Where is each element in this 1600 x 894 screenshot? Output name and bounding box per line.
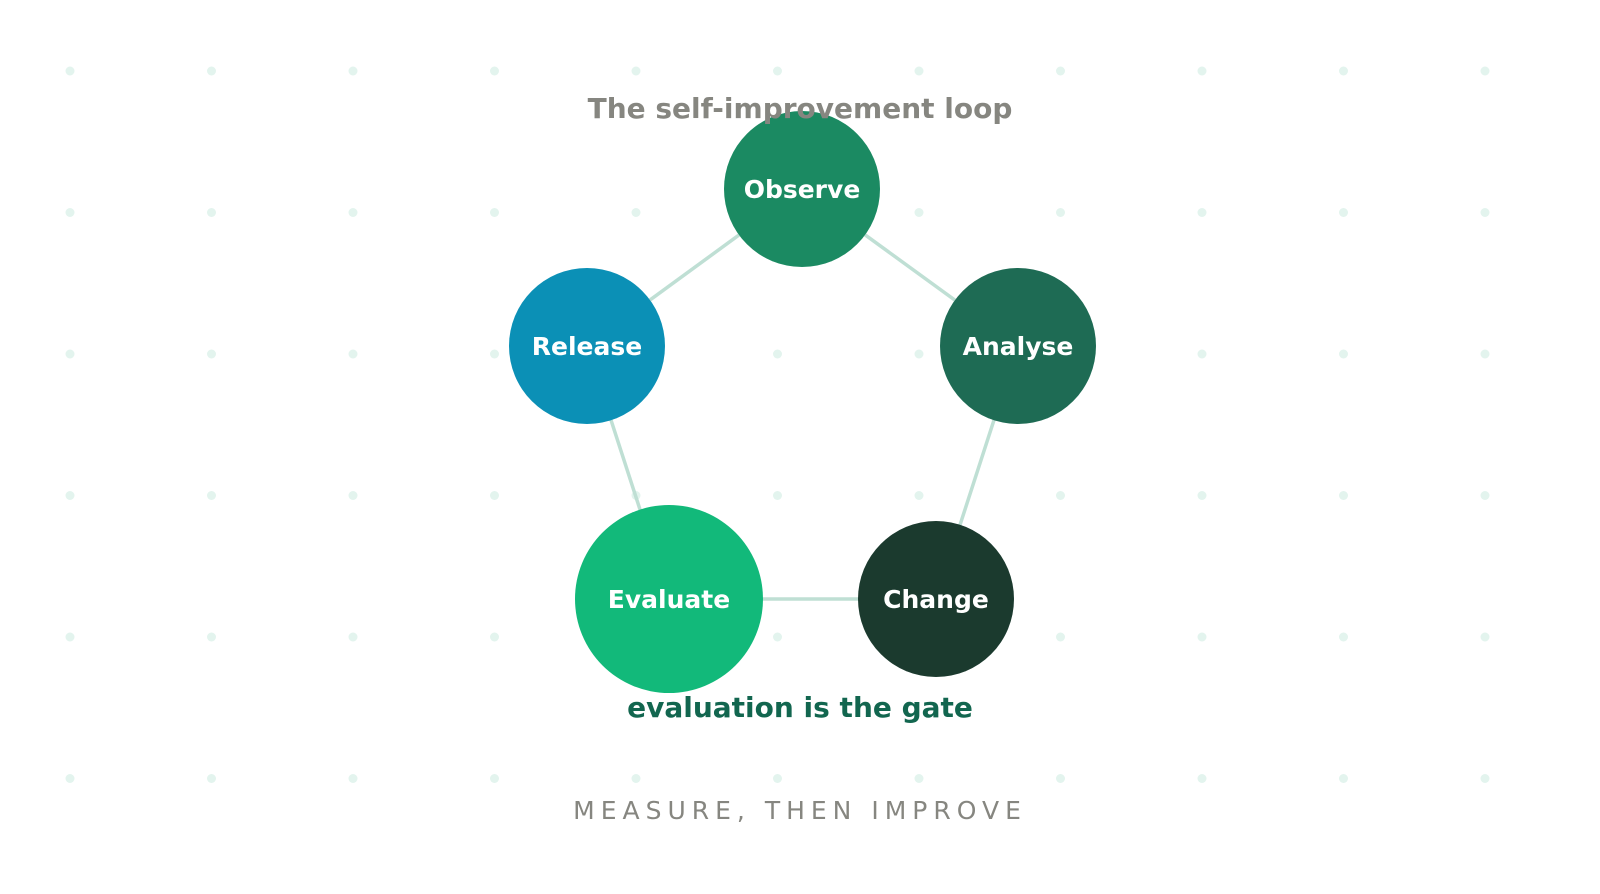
grid-dot [1197, 491, 1207, 500]
grid-dot [773, 774, 782, 783]
grid-dot [490, 208, 499, 217]
grid-dot [348, 66, 358, 76]
node-observe: Observe [724, 111, 880, 267]
grid-dot [914, 349, 924, 359]
grid-dot [490, 774, 499, 783]
grid-dot [207, 491, 216, 500]
grid-dot [1339, 66, 1348, 76]
node-circle-change [858, 521, 1014, 677]
grid-dot [1056, 208, 1065, 217]
node-circle-release [509, 268, 665, 424]
node-label-observe: Observe [744, 175, 861, 204]
grid-dot [348, 632, 358, 642]
grid-dot [65, 66, 75, 76]
grid-dot [207, 632, 216, 642]
tagline: MEASURE, THEN IMPROVE [573, 796, 1027, 825]
grid-dot [490, 349, 499, 359]
grid-dot [773, 491, 782, 500]
grid-dot [1339, 349, 1348, 359]
grid-dot [631, 66, 641, 76]
grid-dot [348, 774, 358, 783]
grid-dot [65, 491, 75, 500]
grid-dot [914, 66, 924, 76]
node-circle-observe [724, 111, 880, 267]
grid-dot [207, 774, 216, 783]
grid-dot [631, 208, 641, 217]
grid-dot [207, 66, 216, 76]
node-label-release: Release [532, 332, 642, 361]
grid-dot [914, 491, 924, 500]
gate-label: evaluation is the gate [627, 691, 973, 724]
grid-dot [631, 774, 641, 783]
grid-dot [1056, 632, 1065, 642]
grid-dot [65, 632, 75, 642]
grid-dot [1197, 349, 1207, 359]
grid-dot [1480, 208, 1490, 217]
grid-dot [65, 774, 75, 783]
node-label-change: Change [883, 585, 989, 614]
grid-dot [914, 208, 924, 217]
grid-dot [65, 349, 75, 359]
grid-dot [207, 208, 216, 217]
grid-dot [1197, 208, 1207, 217]
grid-dot [348, 491, 358, 500]
grid-dot [490, 632, 499, 642]
node-release: Release [509, 268, 665, 424]
node-change: Change [858, 521, 1014, 677]
grid-dot [348, 349, 358, 359]
grid-dot [1480, 774, 1490, 783]
grid-dot [207, 349, 216, 359]
diagram-title: The self-improvement loop [588, 92, 1013, 125]
node-circle-analyse [940, 268, 1096, 424]
grid-dot [1197, 632, 1207, 642]
grid-dot [1197, 774, 1207, 783]
grid-dot [1480, 491, 1490, 500]
grid-dot [1197, 66, 1207, 76]
grid-dot [773, 632, 782, 642]
grid-dot [490, 66, 499, 76]
grid-dot [914, 774, 924, 783]
grid-dot [1056, 66, 1065, 76]
node-evaluate: Evaluate [575, 505, 763, 693]
grid-dot [490, 491, 499, 500]
grid-dot [1056, 491, 1065, 500]
grid-dot [1339, 774, 1348, 783]
grid-dot [1480, 66, 1490, 76]
grid-dot [1480, 349, 1490, 359]
node-label-analyse: Analyse [963, 332, 1074, 361]
grid-dot [773, 66, 782, 76]
grid-dot [65, 208, 75, 217]
grid-dot [1480, 632, 1490, 642]
grid-dot [348, 208, 358, 217]
node-label-evaluate: Evaluate [608, 585, 730, 614]
grid-dot [1339, 491, 1348, 500]
node-analyse: Analyse [940, 268, 1096, 424]
grid-dot [1339, 208, 1348, 217]
grid-dot [773, 349, 782, 359]
node-circle-evaluate [575, 505, 763, 693]
grid-dot [1339, 632, 1348, 642]
grid-dot [1056, 774, 1065, 783]
